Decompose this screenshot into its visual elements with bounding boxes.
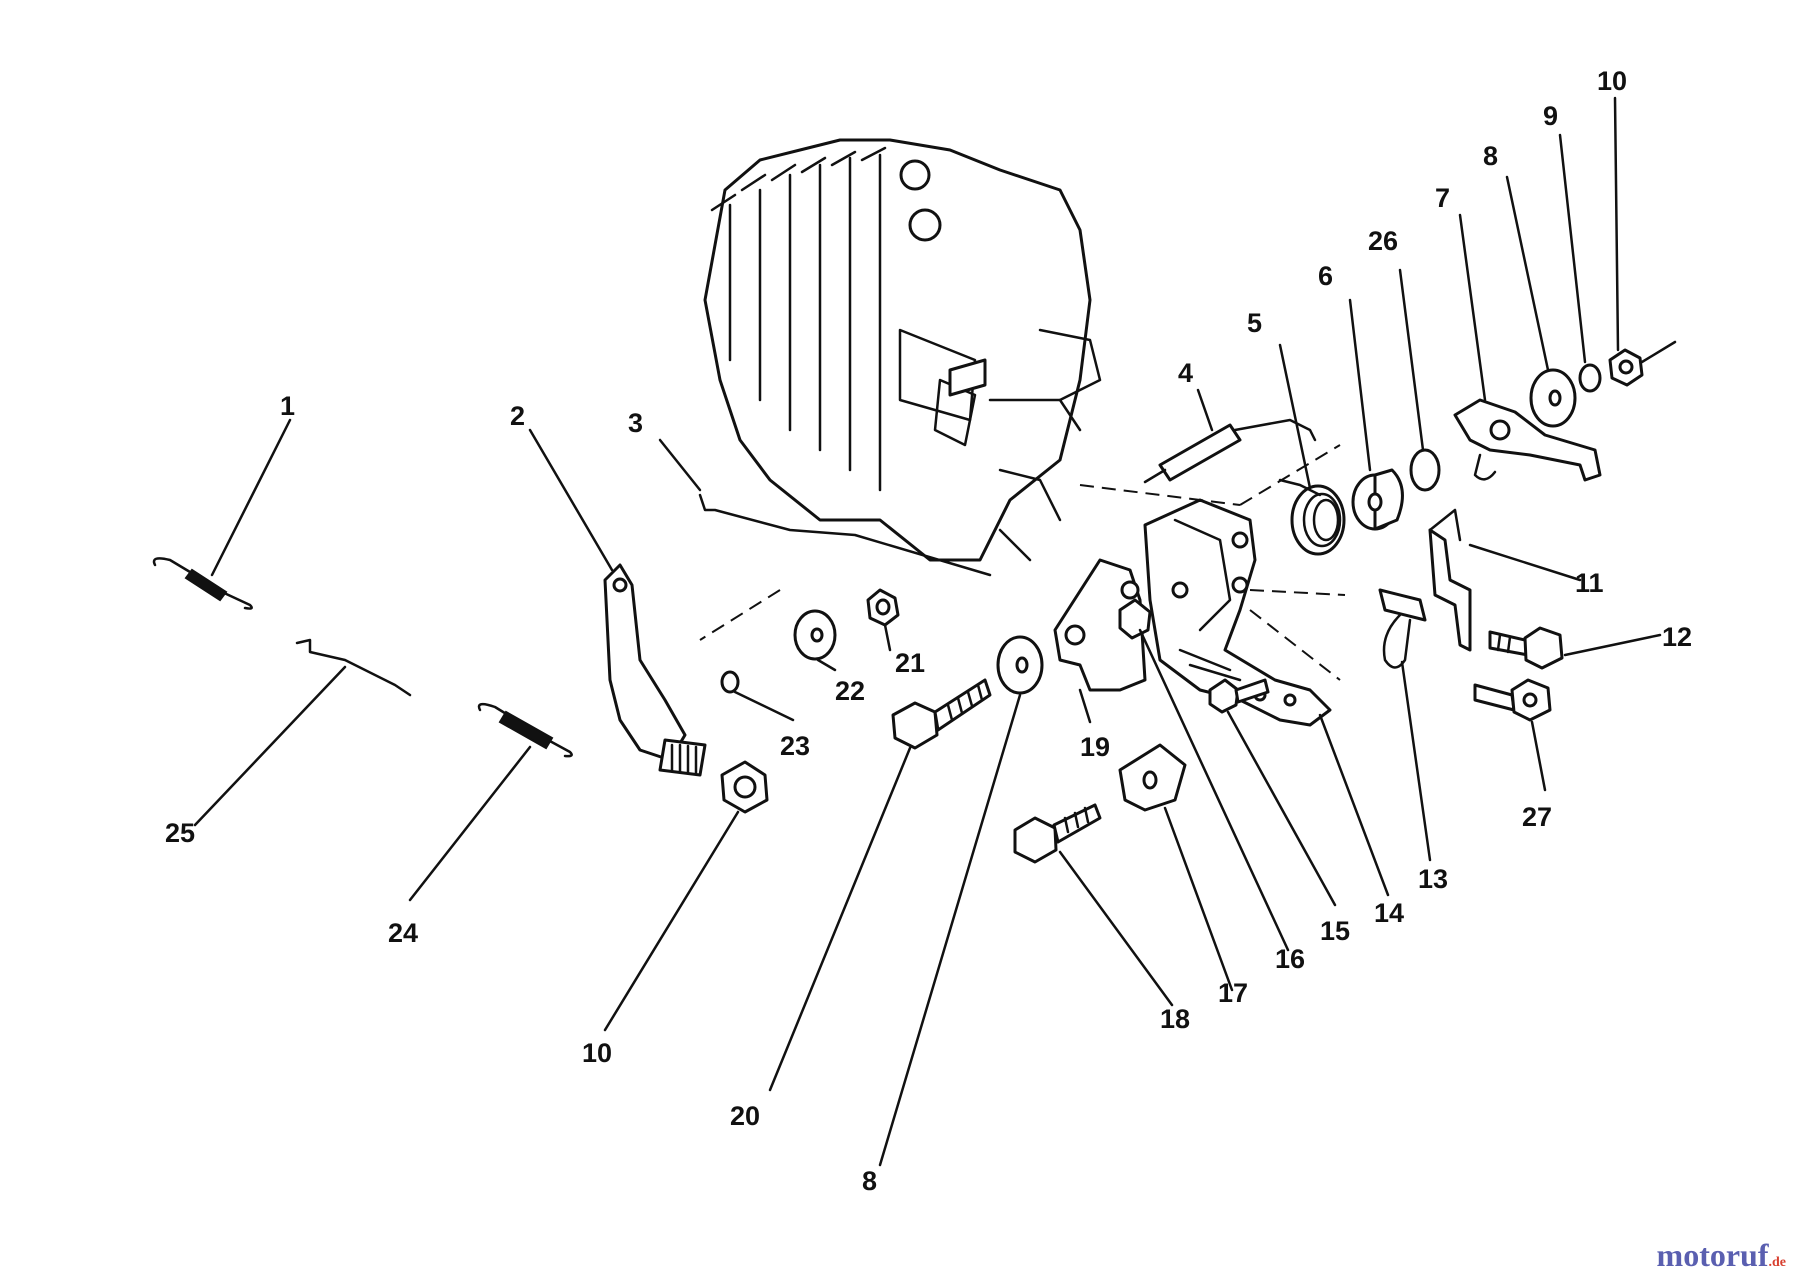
callout-3: 3 [628, 408, 643, 438]
callout-20: 20 [730, 1101, 760, 1131]
callout-16: 16 [1275, 944, 1305, 974]
engine-block [703, 138, 1102, 562]
part-10-nut-lower [720, 760, 769, 814]
part-2-governor-lever [603, 563, 707, 777]
callout-5: 5 [1247, 308, 1262, 338]
callout-13: 13 [1418, 864, 1448, 894]
part-14-control-bracket [1143, 498, 1332, 727]
part-23-washer [720, 670, 740, 694]
part-7-lever [1453, 398, 1602, 482]
callout-17: 17 [1218, 978, 1248, 1008]
part-8-washer-lower [996, 635, 1044, 695]
callout-1: 1 [280, 391, 295, 421]
part-11-bracket [1428, 508, 1472, 652]
part-20-bolt [891, 678, 992, 750]
part-10-nut-upper [1608, 340, 1677, 387]
callout-8-lower: 8 [862, 1166, 877, 1196]
part-1-spring [152, 557, 253, 610]
callout-19: 19 [1080, 732, 1110, 762]
watermark-suffix: .de [1768, 1255, 1787, 1270]
part-21-bushing [866, 588, 900, 627]
part-15-screw [1208, 678, 1270, 714]
callout-24: 24 [388, 918, 418, 948]
part-12-screw [1488, 626, 1564, 670]
part-24-spring [477, 702, 573, 758]
part-16-bushing [1118, 598, 1152, 640]
part-22-washer [793, 609, 837, 661]
callout-10-lower: 10 [582, 1038, 612, 1068]
callout-26: 26 [1368, 226, 1398, 256]
part-19-plate [1053, 558, 1147, 692]
callout-22: 22 [835, 676, 865, 706]
callout-15: 15 [1320, 916, 1350, 946]
watermark-logo: motoruf.de [1657, 1237, 1786, 1274]
part-8-washer-upper [1529, 368, 1577, 428]
callout-7: 7 [1435, 183, 1450, 213]
part-3-governor-link [698, 493, 992, 577]
callout-21: 21 [895, 648, 925, 678]
part-6-bushing [1351, 468, 1404, 531]
part-27-screw [1473, 678, 1552, 722]
part-13-clip [1378, 588, 1427, 669]
callout-8-upper: 8 [1483, 141, 1498, 171]
callout-18: 18 [1160, 1004, 1190, 1034]
callout-9: 9 [1543, 101, 1558, 131]
callout-27: 27 [1522, 802, 1552, 832]
callout-14: 14 [1374, 898, 1404, 928]
part-25-link-rod [295, 638, 412, 697]
callout-2: 2 [510, 401, 525, 431]
part-9-washer [1578, 363, 1602, 393]
callout-12: 12 [1662, 622, 1692, 652]
callout-4: 4 [1178, 358, 1193, 388]
part-26-ring [1409, 448, 1441, 492]
part-18-screw [1013, 803, 1102, 864]
part-5-spring [1278, 478, 1346, 556]
part-4-pin [1143, 418, 1317, 484]
part-17-clip [1118, 743, 1187, 812]
callouts: 1 2 3 4 5 6 26 7 8 9 10 11 12 27 13 14 1… [165, 66, 1692, 1196]
callout-6: 6 [1318, 261, 1333, 291]
watermark-brand: motoruf [1656, 1237, 1769, 1273]
leader-lines [193, 96, 1662, 1167]
callout-10-upper: 10 [1597, 66, 1627, 96]
callout-23: 23 [780, 731, 810, 761]
callout-11: 11 [1575, 568, 1604, 598]
callout-25: 25 [165, 818, 195, 848]
